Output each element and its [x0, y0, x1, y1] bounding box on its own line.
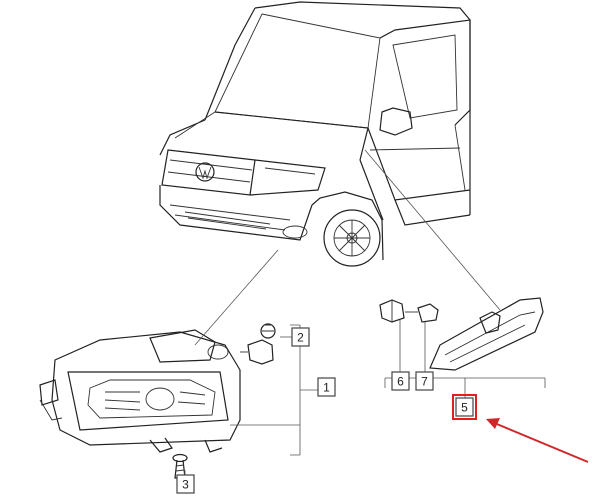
callout-7-label: 7 — [421, 375, 428, 389]
side-marker-lamp — [429, 297, 544, 371]
bracket-callout-5 — [384, 377, 546, 398]
fog-light-lens — [87, 379, 216, 419]
callout-7: 7 — [415, 371, 434, 391]
callout-2: 2 — [291, 327, 310, 347]
callout-1: 1 — [317, 377, 336, 397]
fog-light-reflector — [145, 387, 175, 411]
leader-side-marker — [364, 149, 501, 311]
van-illustration — [159, 1, 471, 267]
front-wheel — [323, 209, 381, 267]
callout-6-label: 6 — [397, 375, 404, 389]
callout-5: 5 — [455, 397, 474, 417]
vw-badge — [195, 162, 215, 182]
bracket-callout-1 — [230, 325, 318, 455]
callout-1-label: 1 — [323, 381, 330, 395]
mount-tab-left — [39, 379, 59, 406]
leader-fog-light — [194, 249, 279, 346]
callout-6: 6 — [391, 371, 410, 391]
bulb-socket — [379, 299, 405, 323]
side-window — [392, 34, 458, 119]
fog-light-pocket — [282, 225, 308, 239]
wedge-bulb — [405, 303, 439, 323]
highlight-box — [452, 394, 477, 420]
callout-2-label: 2 — [297, 331, 304, 345]
red-arrow-icon — [486, 418, 589, 463]
windshield — [214, 13, 381, 129]
grille — [161, 149, 256, 196]
callout-3-label: 3 — [182, 478, 189, 492]
fog-light-bulb — [240, 323, 276, 365]
fog-light-assembly — [39, 329, 241, 453]
callout-3: 3 — [176, 474, 195, 494]
callout-5-label: 5 — [461, 401, 468, 415]
mirror — [379, 107, 413, 136]
